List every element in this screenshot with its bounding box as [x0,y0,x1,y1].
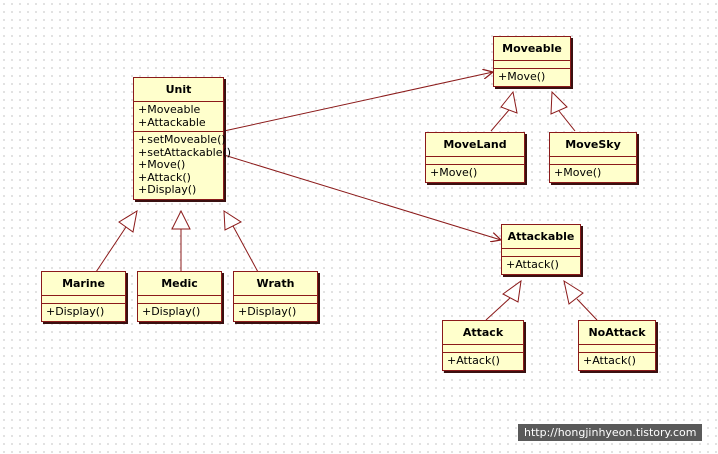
attribute: +Attackable [138,115,206,129]
gen-medic-unit [171,209,191,272]
class-wrath[interactable]: Wrath +Display() [233,271,318,322]
methods-unit: +setMoveable() +setAttackable() +Move() … [134,132,232,199]
methods-moveland: +Move() [426,165,524,182]
methods-moveable: +Move() [494,69,570,86]
gen-noattack-attackable [563,279,598,321]
watermark-url: http://hongjinhyeon.tistory.com [518,424,703,441]
methods-wrath: +Display() [234,304,317,321]
assoc-unit-moveable [223,72,493,132]
method: +setMoveable() [138,133,226,146]
method: +Move() [554,166,602,179]
method: +Attack() [447,354,500,367]
method: +Move() [430,166,478,179]
class-moveable[interactable]: Moveable +Move() [493,36,571,87]
class-moveland[interactable]: MoveLand +Move() [425,132,525,183]
method: +Attack() [583,354,636,367]
assoc-unit-attackable [223,154,501,240]
class-medic[interactable]: Medic +Display() [137,271,222,322]
attributes-noattack [579,345,655,353]
method: +Display() [46,305,105,318]
class-movesky[interactable]: MoveSky +Move() [549,132,637,183]
class-name-moveable: Moveable [494,37,570,61]
attribute: +Moveable [138,103,201,116]
attributes-medic [138,296,221,304]
class-name-wrath: Wrath [234,272,317,296]
attributes-movesky [550,157,636,165]
gen-marine-unit [95,209,138,273]
method: +setAttackable() [138,145,232,159]
class-unit[interactable]: Unit +Moveable +Attackable +setMoveable(… [133,77,232,200]
methods-marine: +Display() [42,304,125,321]
method: +Move() [138,158,186,171]
class-attackable[interactable]: Attackable +Attack() [501,224,581,275]
methods-attackable: +Attack() [502,257,580,274]
attributes-marine [42,296,125,304]
class-name-movesky: MoveSky [550,133,636,157]
gen-moveland-moveable [490,90,518,132]
class-name-marine: Marine [42,272,125,296]
methods-movesky: +Move() [550,165,636,182]
class-name-noattack: NoAttack [579,321,655,345]
method: +Attack() [506,258,559,271]
class-name-medic: Medic [138,272,221,296]
attributes-attack [443,345,523,353]
methods-noattack: +Attack() [579,353,655,370]
class-name-moveland: MoveLand [426,133,524,157]
method: +Display() [142,305,201,318]
method: +Attack() [138,170,191,184]
methods-medic: +Display() [138,304,221,321]
attributes-moveland [426,157,524,165]
method: +Display() [238,305,297,318]
gen-attack-attackable [485,279,522,321]
class-name-unit: Unit [134,78,223,102]
gen-movesky-moveable [550,90,576,132]
methods-attack: +Attack() [443,353,523,370]
class-marine[interactable]: Marine +Display() [41,271,126,322]
method: +Display() [138,183,197,196]
class-name-attack: Attack [443,321,523,345]
gen-wrath-unit [223,210,259,273]
class-attack[interactable]: Attack +Attack() [442,320,524,371]
attributes-attackable [502,249,580,257]
method: +Move() [498,70,546,83]
attributes-unit: +Moveable +Attackable [134,102,223,132]
class-name-attackable: Attackable [502,225,580,249]
attributes-wrath [234,296,317,304]
class-noattack[interactable]: NoAttack +Attack() [578,320,656,371]
attributes-moveable [494,61,570,69]
